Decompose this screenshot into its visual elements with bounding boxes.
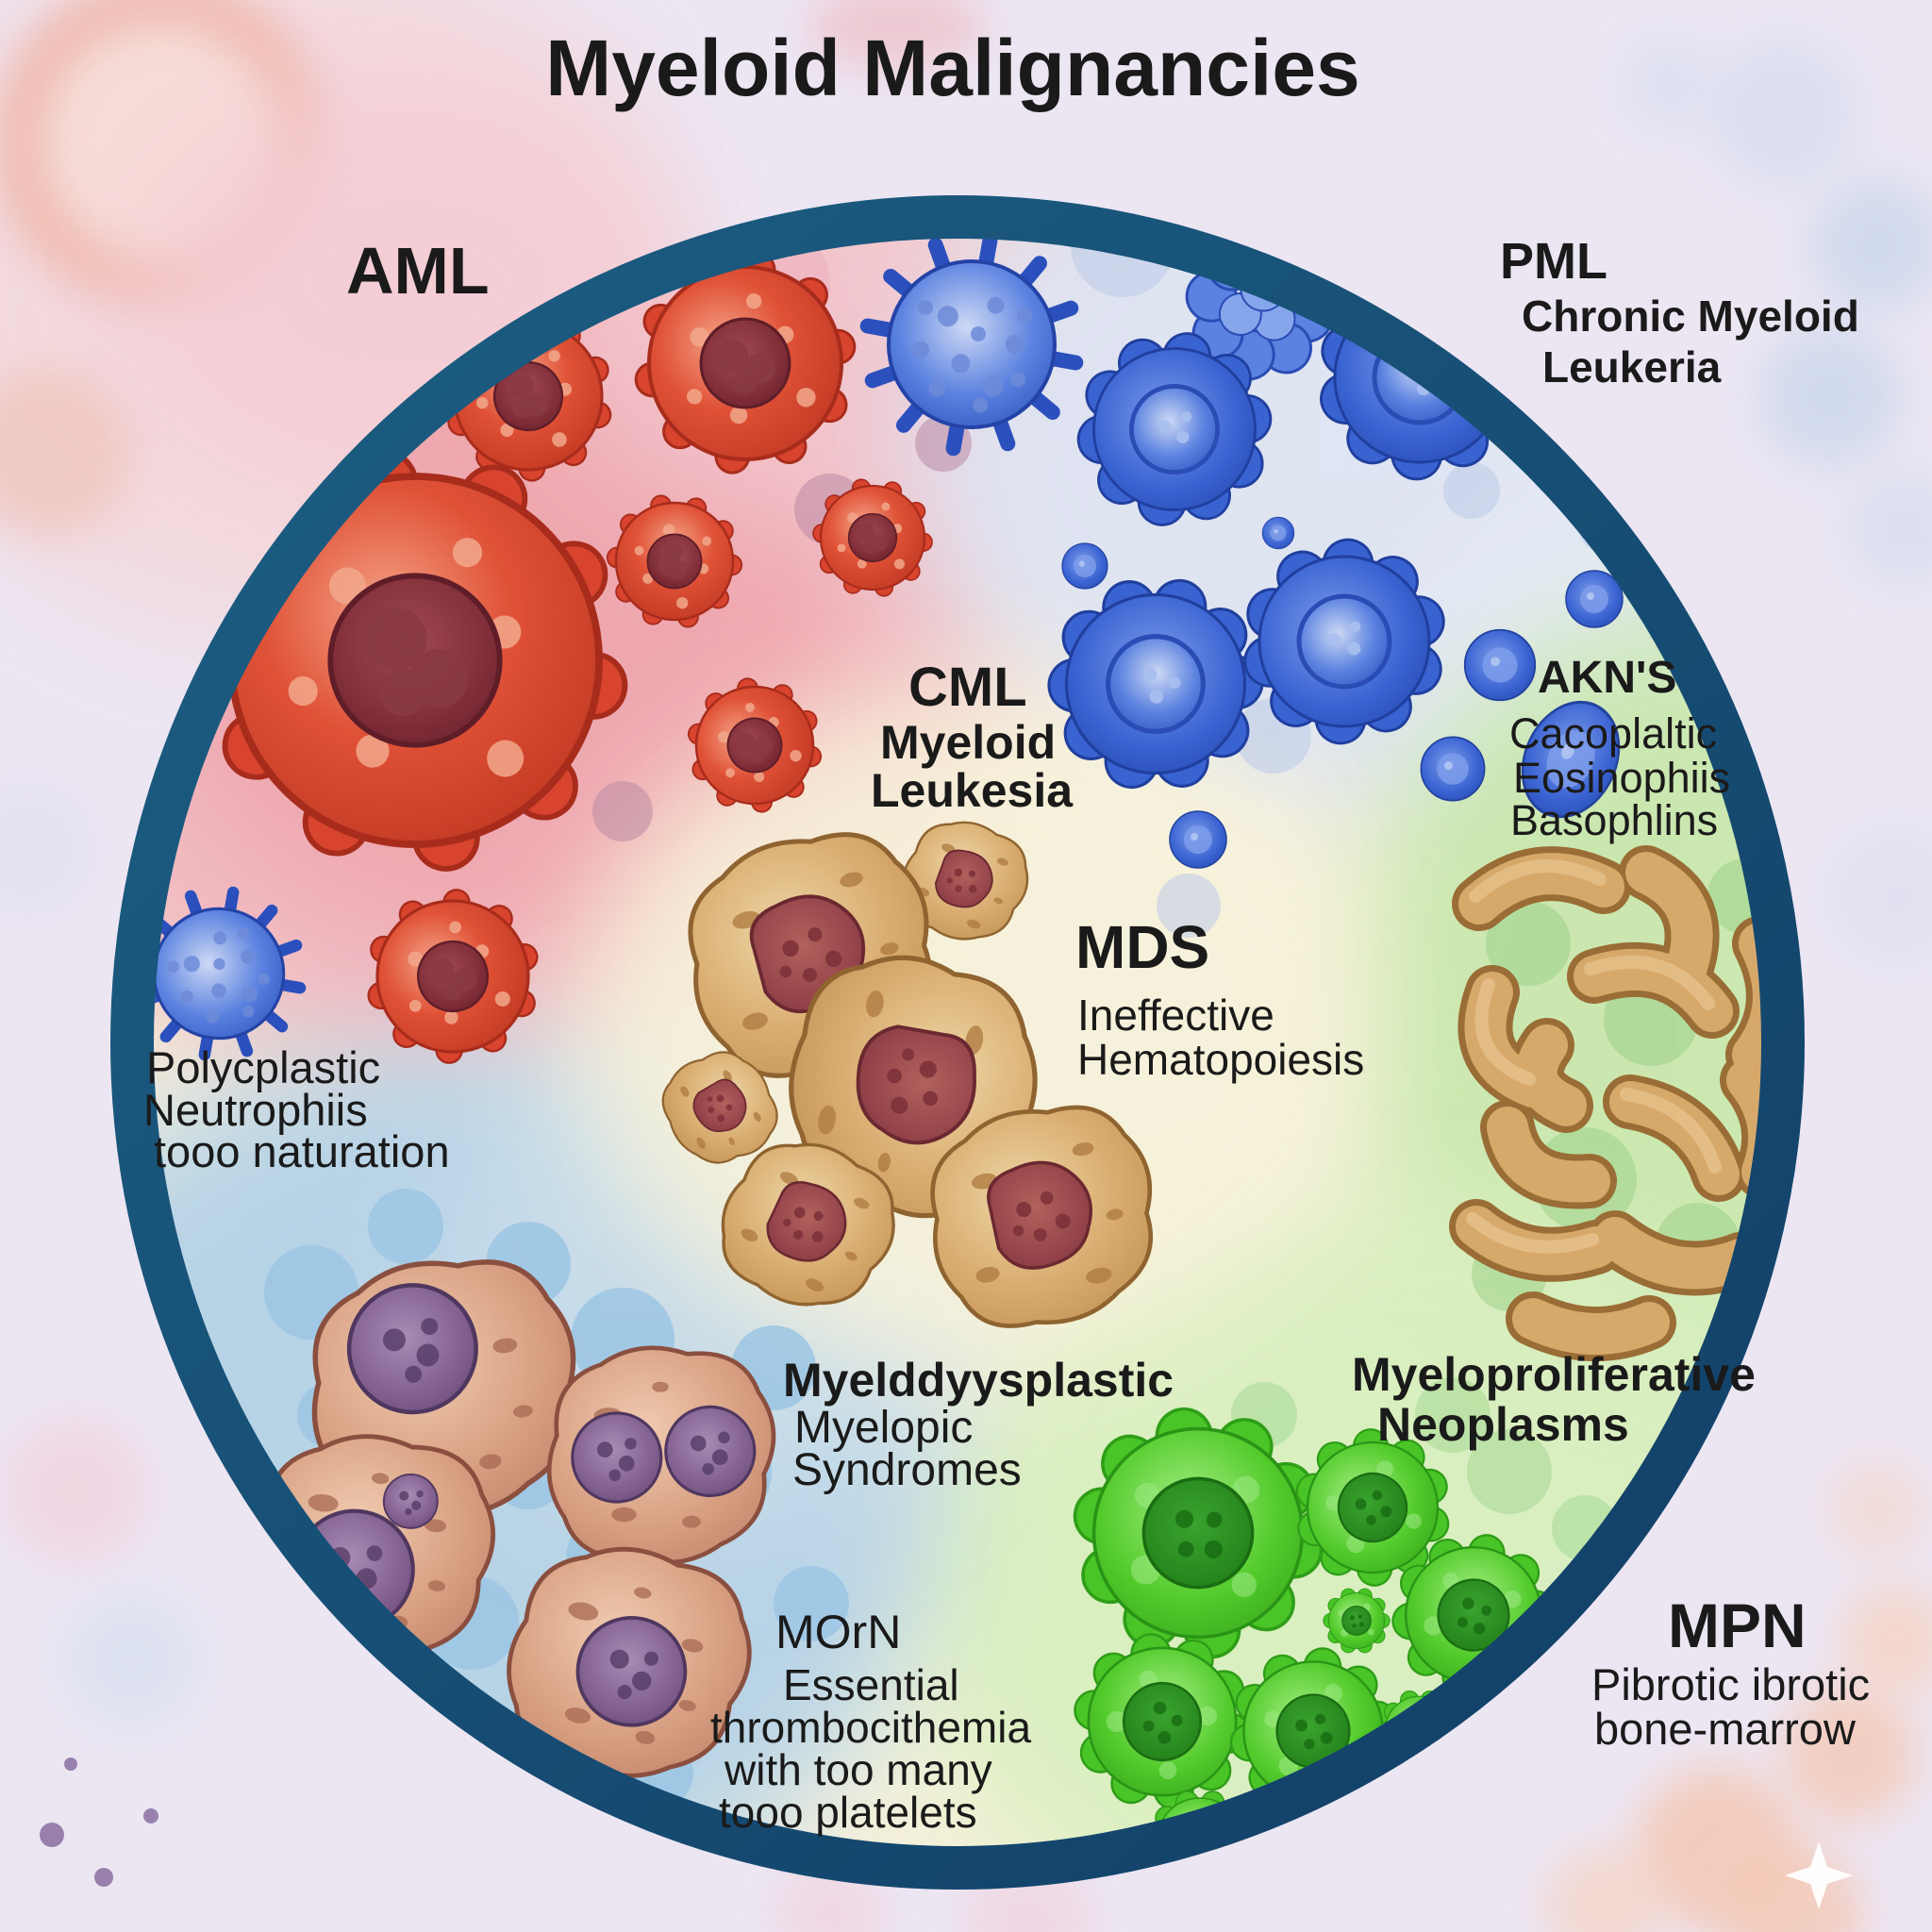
label-pml-line1: Chronic Myeloid	[1522, 291, 1859, 341]
label-akns-line3: Basophlins	[1510, 796, 1719, 844]
venn-circle-border	[110, 195, 1805, 1890]
label-cml: CML	[908, 657, 1027, 718]
label-mpn-line2: bone-marrow	[1594, 1704, 1856, 1754]
label-left-note-line3: tooo naturation	[154, 1126, 450, 1176]
label-aml: AML	[346, 234, 490, 308]
label-mds-full-line2: Myelopic	[794, 1403, 974, 1453]
label-mpn-full-line2: Neoplasms	[1377, 1398, 1629, 1451]
label-mds-full-line3: Syndromes	[792, 1445, 1022, 1495]
label-mpn-full-line1: Myeloproliferative	[1352, 1348, 1756, 1401]
label-mds: MDS	[1075, 913, 1210, 981]
label-pml-line2: Leukeria	[1542, 342, 1722, 391]
label-akns: AKN'S	[1538, 653, 1677, 703]
label-mpn-line1: Pibrotic ibrotic	[1591, 1659, 1871, 1709]
label-mds-line1: Ineffective	[1077, 991, 1274, 1040]
sparkle-icon	[1785, 1841, 1853, 1909]
label-cml-line1: Myeloid	[880, 716, 1057, 769]
label-cml-line2: Leukesia	[871, 764, 1074, 817]
label-left-note-line2: Neutrophiis	[143, 1085, 368, 1135]
label-morn-line3: with too many	[724, 1745, 992, 1794]
eosinophil-basophil-cells	[1449, 845, 1782, 1361]
label-akns-line1: Cacoplaltic	[1509, 709, 1718, 758]
label-mds-full-line1: Myelddyysplastic	[783, 1354, 1174, 1407]
label-left-note-line1: Polycplastic	[146, 1042, 381, 1092]
page-title: Myeloid Malignancies	[545, 24, 1360, 112]
label-morn-line1: Essential	[783, 1660, 959, 1709]
label-morn-line2: thrombocithemia	[710, 1703, 1032, 1752]
label-mds-line2: Hematopoiesis	[1077, 1035, 1365, 1084]
label-morn-line4: tooo platelets	[719, 1788, 977, 1837]
label-pml: PML	[1500, 233, 1607, 290]
label-mpn: MPN	[1668, 1591, 1807, 1660]
label-morn: MOrN	[775, 1606, 902, 1658]
label-akns-line2: Eosinophiis	[1513, 754, 1731, 802]
